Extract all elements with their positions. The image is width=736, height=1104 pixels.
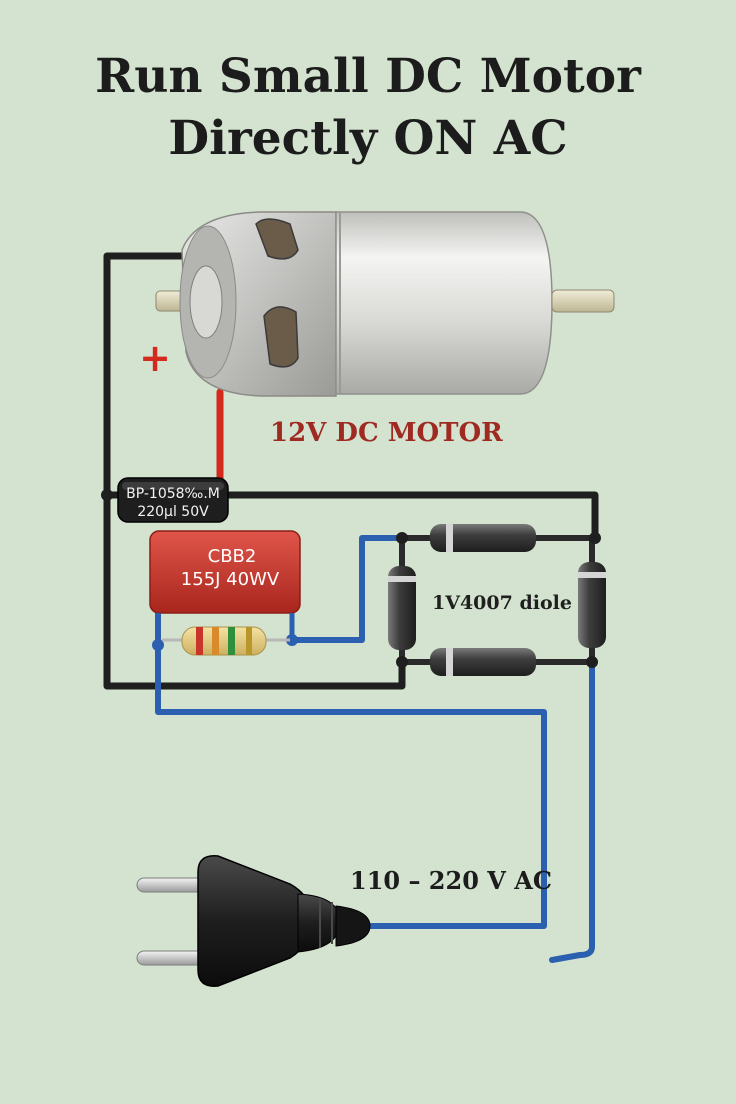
motor-vent-slot-top — [255, 218, 299, 260]
motor-vent-slot-bottom — [263, 306, 299, 368]
blue-wire-cap-to-bridge — [289, 535, 405, 643]
black-wire-cap-to-bridge-right — [220, 491, 599, 542]
electrolytic-cap-rating-2: 220µl 50V — [137, 504, 209, 520]
motor-plus-sign: + — [139, 336, 171, 380]
diode-top — [430, 524, 536, 552]
black-wire-motor-to-left-rail — [103, 252, 406, 690]
junction-dots — [101, 489, 601, 668]
diode-bottom — [430, 648, 536, 676]
ac-voltage-label: 110 – 220 V AC — [350, 866, 552, 895]
film-cap-rating-1: CBB2 — [208, 546, 257, 567]
resistor — [162, 626, 290, 656]
title-line-2: Directly ON AC — [168, 111, 568, 166]
film-cap-rating-2: 155J 40WV — [181, 569, 280, 590]
blue-wire-bridge-to-end — [549, 659, 595, 963]
electrolytic-capacitor: BP-1058‰.M 220µl 50V — [117, 477, 229, 523]
ac-plug — [136, 855, 371, 987]
dc-motor — [155, 211, 615, 397]
diode-left — [388, 566, 416, 650]
blue-wires — [155, 535, 595, 963]
film-capacitor: CBB2 155J 40WV — [149, 530, 301, 635]
blue-wire-to-plug — [155, 642, 547, 929]
motor-label: 12V DC MOTOR — [270, 418, 503, 448]
title-line-1: Run Small DC Motor — [95, 49, 641, 104]
electrolytic-cap-rating-1: BP-1058‰.M — [126, 486, 220, 502]
diode-right — [578, 562, 606, 648]
page-title: Run Small DC Motor Directly ON AC — [0, 46, 736, 170]
diode-label: 1V4007 diole — [432, 592, 572, 614]
